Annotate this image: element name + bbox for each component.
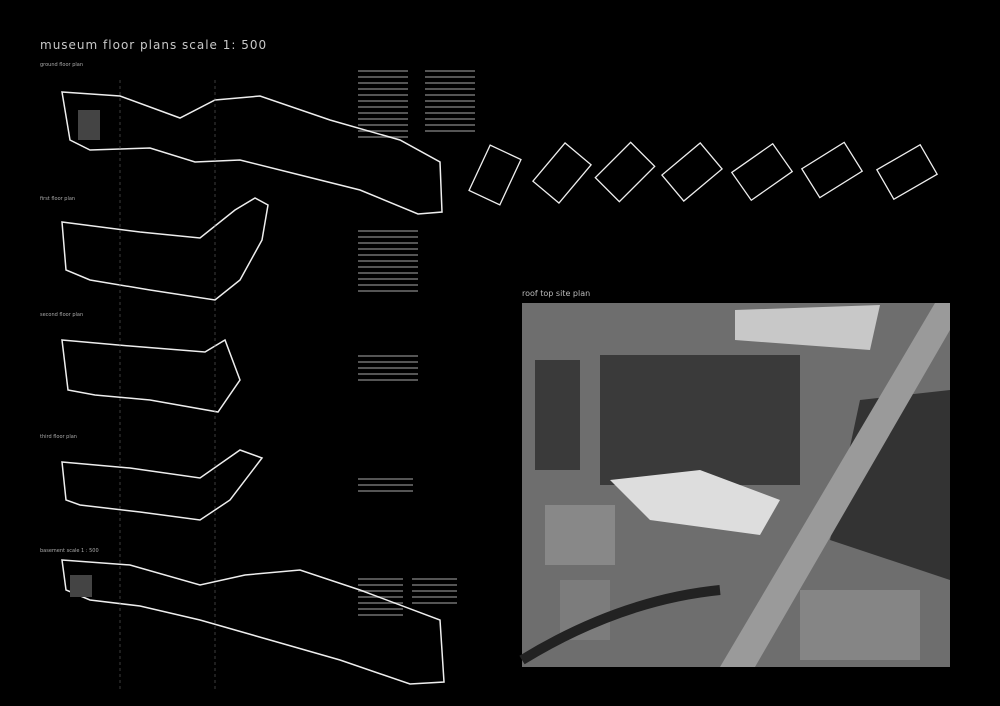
ground-floor-label: ground floor plan [40, 62, 83, 68]
basement-label: basement scale 1 : 500 [40, 548, 99, 554]
first-legend [358, 230, 418, 296]
first-floor-plan [61, 197, 269, 301]
third-legend [358, 478, 413, 496]
second-floor-plan [61, 338, 241, 413]
ground-floor-plan [61, 91, 443, 215]
basement-plan [61, 559, 445, 685]
ground-legend-col2 [425, 70, 475, 136]
third-floor-label: third floor plan [40, 434, 77, 440]
site-plan-label: roof top site plan [522, 289, 591, 298]
second-legend [358, 355, 418, 385]
basement-legend-col2 [412, 578, 457, 608]
third-floor-plan [61, 449, 264, 521]
second-floor-label: second floor plan [40, 312, 84, 318]
board-title: museum floor plans scale 1: 500 [40, 38, 268, 52]
first-floor-label: first floor plan [40, 196, 76, 202]
section-modules [468, 141, 939, 206]
aerial-site-photo [519, 303, 950, 667]
ground-legend-col1 [358, 70, 408, 142]
